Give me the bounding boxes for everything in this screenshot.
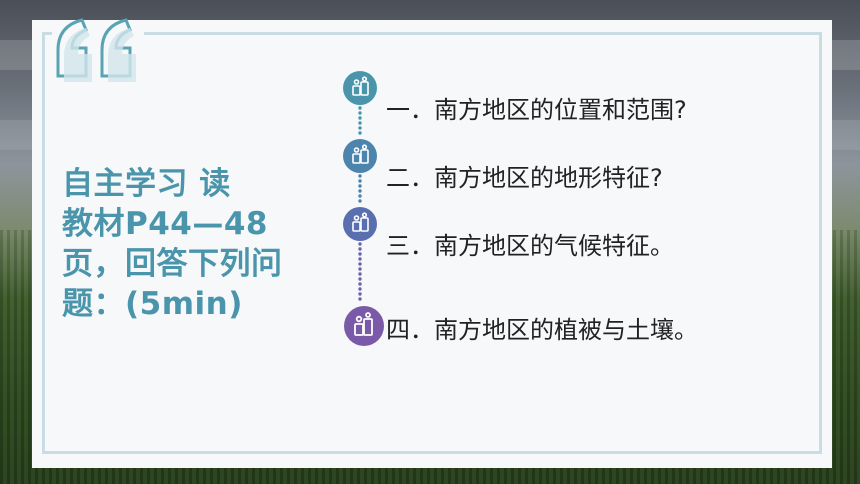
timeline-dot bbox=[358, 121, 362, 125]
timeline-node-2 bbox=[343, 139, 377, 173]
timeline bbox=[343, 71, 384, 346]
list-item-1: 一．南方地区的位置和范围? bbox=[386, 96, 687, 124]
assignment-heading: 自主学习 读 教材P44—48 页，回答下列问 题：(5min) bbox=[62, 166, 283, 322]
slide-card bbox=[32, 20, 832, 468]
timeline-dot bbox=[358, 194, 362, 198]
timeline-dot bbox=[358, 282, 362, 286]
timeline-dot bbox=[358, 242, 362, 246]
timeline-dot bbox=[358, 126, 362, 130]
timeline-dot bbox=[358, 272, 362, 276]
timeline-dot bbox=[358, 179, 362, 183]
people-icon bbox=[354, 312, 373, 336]
timeline-dot bbox=[358, 277, 362, 281]
timeline-dot bbox=[358, 189, 362, 193]
timeline-dot bbox=[358, 252, 362, 256]
slide-frame bbox=[42, 32, 822, 454]
timeline-dot bbox=[358, 257, 362, 261]
timeline-dot bbox=[358, 116, 362, 120]
timeline-dot bbox=[358, 131, 362, 135]
timeline-dot bbox=[358, 247, 362, 251]
timeline-dot bbox=[358, 199, 362, 203]
timeline-dot bbox=[358, 106, 362, 110]
people-icon bbox=[352, 76, 369, 96]
people-icon bbox=[352, 212, 369, 232]
list-item-4: 四．南方地区的植被与土壤。 bbox=[386, 316, 698, 344]
timeline-dot bbox=[358, 267, 362, 271]
list-item-2: 二．南方地区的地形特征? bbox=[386, 164, 663, 192]
timeline-node-4 bbox=[344, 306, 384, 346]
timeline-dot bbox=[358, 287, 362, 291]
quote-mark-icon bbox=[56, 18, 136, 82]
timeline-dot bbox=[358, 262, 362, 266]
list-item-3: 三．南方地区的气候特征。 bbox=[386, 232, 674, 260]
timeline-dot bbox=[358, 184, 362, 188]
timeline-dot bbox=[358, 297, 362, 301]
timeline-dot bbox=[358, 174, 362, 178]
timeline-node-3 bbox=[343, 207, 377, 241]
timeline-dot bbox=[358, 111, 362, 115]
people-icon bbox=[352, 144, 369, 164]
timeline-node-1 bbox=[343, 71, 377, 105]
timeline-dot bbox=[358, 292, 362, 296]
